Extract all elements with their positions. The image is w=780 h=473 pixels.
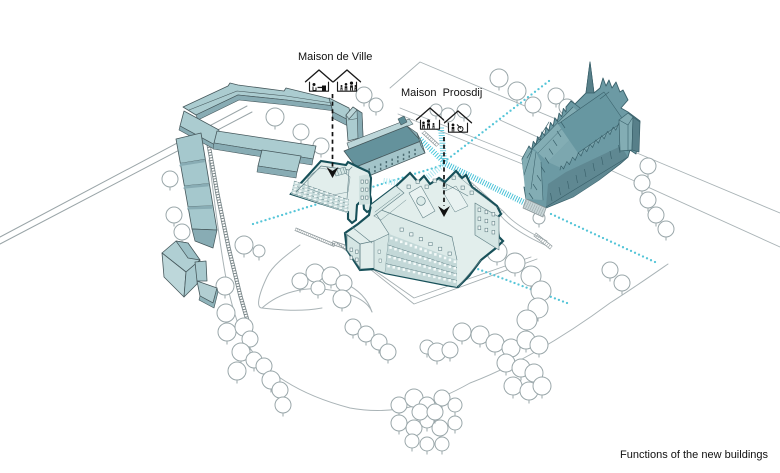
svg-text:Functions of the new buildings: Functions of the new buildings <box>620 449 768 461</box>
svg-text:Maison de Ville: Maison de Ville <box>298 51 372 63</box>
svg-text:Maison Proosdij: Maison Proosdij <box>401 87 482 99</box>
